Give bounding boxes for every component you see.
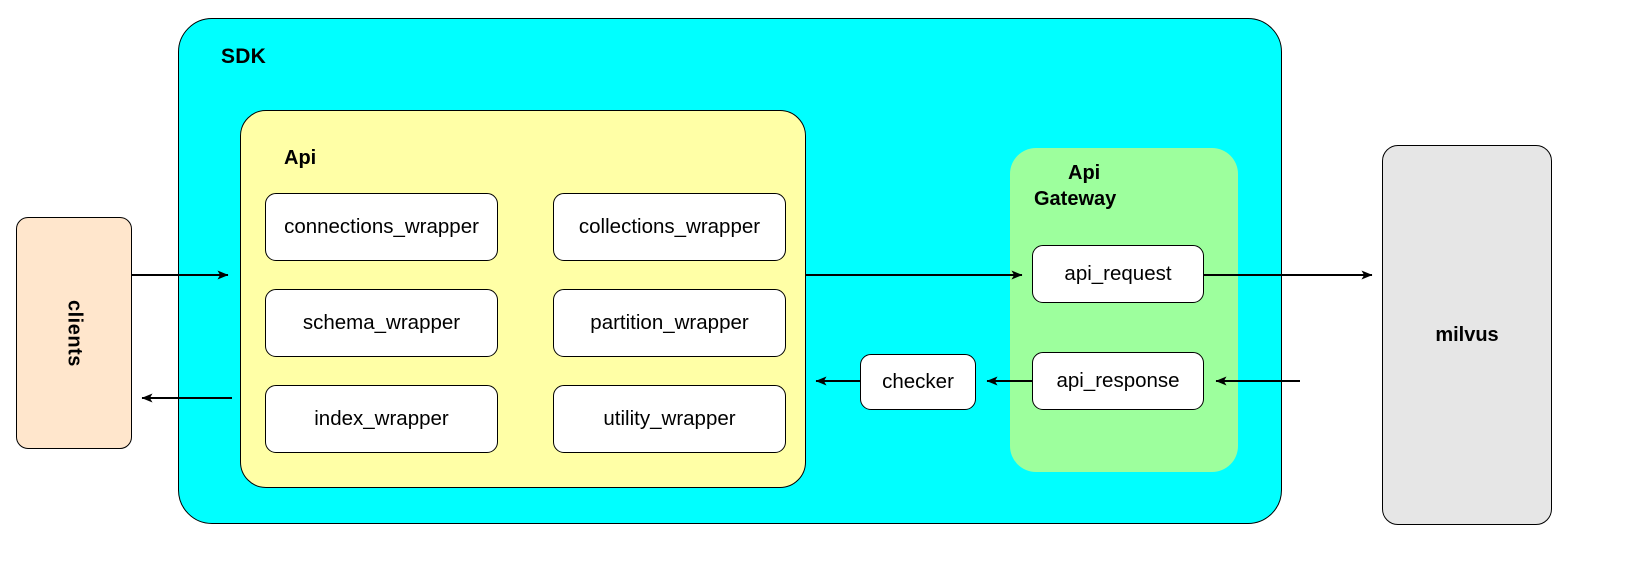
api-gateway-label-line2: Gateway bbox=[1034, 188, 1117, 210]
module-connections-wrapper[interactable]: connections_wrapper bbox=[265, 193, 498, 261]
checker-node[interactable]: checker bbox=[860, 354, 976, 410]
module-label: collections_wrapper bbox=[578, 215, 761, 238]
checker-label: checker bbox=[882, 370, 954, 393]
module-index-wrapper[interactable]: index_wrapper bbox=[265, 385, 498, 453]
milvus-node[interactable]: milvus bbox=[1382, 145, 1552, 525]
module-schema-wrapper[interactable]: schema_wrapper bbox=[265, 289, 498, 357]
api-gateway-container[interactable]: Api Gateway bbox=[1010, 148, 1238, 472]
module-label: partition_wrapper bbox=[590, 311, 749, 334]
api-response-label: api_response bbox=[1056, 369, 1180, 392]
api-response-node[interactable]: api_response bbox=[1032, 352, 1204, 410]
module-partition-wrapper[interactable]: partition_wrapper bbox=[553, 289, 786, 357]
milvus-label: milvus bbox=[1435, 323, 1499, 346]
api-gateway-label: Api Gateway bbox=[1034, 160, 1116, 212]
module-label: index_wrapper bbox=[314, 407, 449, 430]
clients-node[interactable]: clients bbox=[16, 217, 132, 449]
clients-label: clients bbox=[63, 299, 86, 367]
module-label: connections_wrapper bbox=[284, 215, 479, 238]
module-label: schema_wrapper bbox=[302, 311, 461, 334]
module-utility-wrapper[interactable]: utility_wrapper bbox=[553, 385, 786, 453]
sdk-label: SDK bbox=[221, 45, 266, 68]
module-label: utility_wrapper bbox=[603, 407, 736, 430]
api-request-node[interactable]: api_request bbox=[1032, 245, 1204, 303]
api-request-label: api_request bbox=[1064, 262, 1172, 285]
api-wrapper-label-line1: Api bbox=[284, 147, 317, 169]
api-gateway-label-line1: Api bbox=[1068, 162, 1101, 184]
module-collections-wrapper[interactable]: collections_wrapper bbox=[553, 193, 786, 261]
